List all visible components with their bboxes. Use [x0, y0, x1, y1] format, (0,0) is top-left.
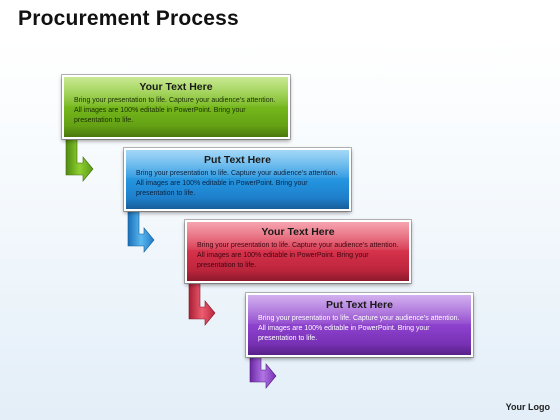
- step-4-heading: Put Text Here: [326, 299, 393, 311]
- step-2-heading: Put Text Here: [204, 154, 271, 166]
- slide-title: Procurement Process: [18, 7, 239, 30]
- step-3-heading: Your Text Here: [261, 226, 335, 238]
- step-3-body: Bring your presentation to life. Capture…: [197, 242, 399, 269]
- step-4-body: Bring your presentation to life. Capture…: [258, 315, 460, 342]
- process-step-1: Your Text Here Bring your presentation t…: [62, 75, 290, 139]
- process-step-2: Put Text Here Bring your presentation to…: [124, 148, 351, 211]
- step-1-body: Bring your presentation to life. Capture…: [74, 97, 276, 124]
- process-step-3: Your Text Here Bring your presentation t…: [185, 220, 411, 283]
- arrow-connector-3: [188, 280, 216, 326]
- step-1-heading: Your Text Here: [139, 81, 213, 93]
- process-step-4: Put Text Here Bring your presentation to…: [246, 293, 473, 357]
- arrow-connector-4: [249, 354, 277, 389]
- arrow-connector-1: [65, 135, 94, 182]
- arrow-connector-2: [127, 208, 155, 253]
- step-2-body: Bring your presentation to life. Capture…: [136, 170, 338, 197]
- logo-placeholder: Your Logo: [505, 402, 550, 412]
